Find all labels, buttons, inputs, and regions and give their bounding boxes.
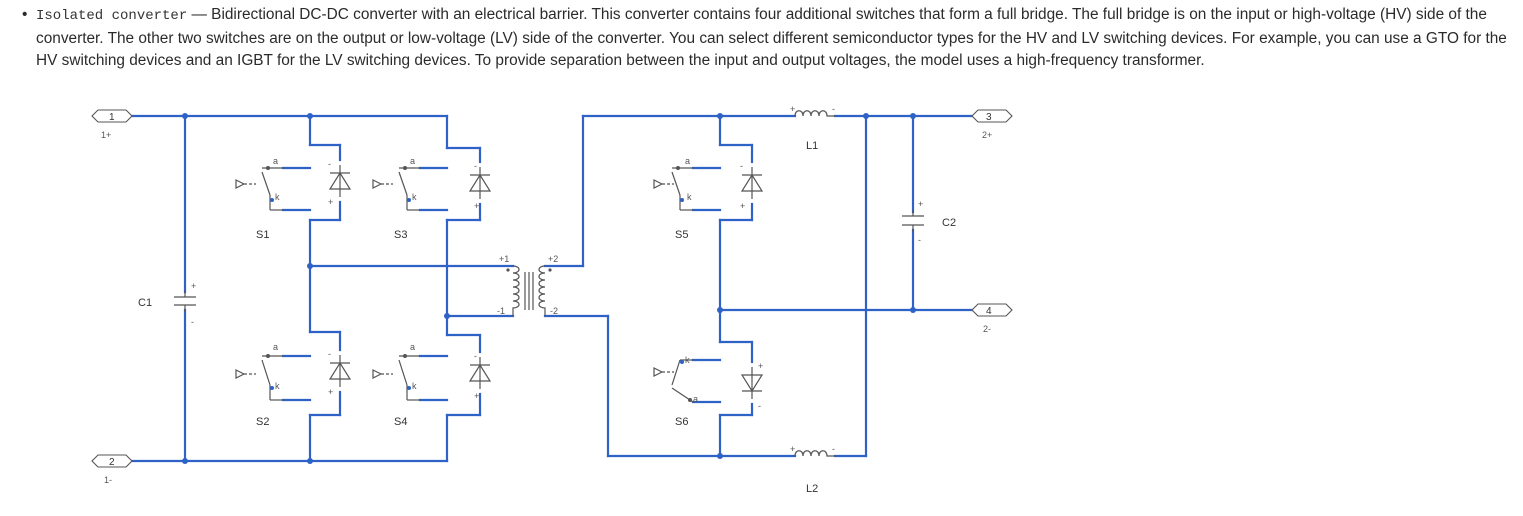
port-3-number: 3 [986,112,992,123]
d2-plus: + [328,387,333,397]
port-3-label: 2+ [982,130,992,140]
xfmr-pin-p1: +1 [499,254,509,264]
l1-minus: - [832,104,835,114]
port-2-number: 2 [109,457,115,468]
switch-s3: a k S3 [372,156,420,241]
port-2: 2 1- [91,454,133,485]
switch-s1: a k S1 [235,156,283,241]
diode-s3: - + [469,161,491,211]
c1-label: C1 [138,297,152,309]
c2-plus: + [918,199,923,209]
c2-label: C2 [942,217,956,229]
s4-anode: a [410,342,415,352]
d1-plus: + [328,197,333,207]
l1-label: L1 [806,140,818,152]
junction-dots [182,113,916,464]
port-2-label: 1- [104,475,112,485]
s5-anode: a [685,156,690,166]
port-1-number: 1 [109,112,115,123]
d6-plus: + [758,361,763,371]
port-4: 4 2- [971,303,1013,334]
port-4-label: 2- [983,324,991,334]
diode-s5: - + [740,161,763,211]
c2-minus: - [918,235,921,245]
capacitor-c1: + - C1 [138,281,196,327]
s5-label: S5 [675,229,688,241]
d5-minus: - [740,161,743,171]
xfmr-pin-n1: -1 [497,306,505,316]
s4-cathode: k [412,381,417,391]
s4-label: S4 [394,416,407,428]
list-bullet: • [22,6,28,23]
diode-s6: + - [741,361,763,411]
port-3: 3 2+ [971,109,1013,140]
xfmr-pin-p2: +2 [548,254,558,264]
wires [126,114,980,463]
capacitor-c2: + - C2 [902,199,956,245]
description-text: — Bidirectional DC-DC converter with an … [36,6,1507,69]
c1-minus: - [191,317,194,327]
diode-s4: - + [469,351,491,401]
l2-plus: + [790,444,795,454]
switch-s2: a k S2 [235,342,283,428]
l2-minus: - [832,444,835,454]
d6-minus: - [758,401,761,411]
l2-label: L2 [806,483,818,495]
description-text-block: Isolated converter — Bidirectional DC-DC… [36,4,1512,71]
c1-plus: + [191,281,196,291]
d3-minus: - [474,161,477,171]
s3-anode: a [410,156,415,166]
switch-s6: k a S6 [653,355,698,428]
switch-s4: a k S4 [372,342,420,428]
d4-minus: - [474,351,477,361]
d3-plus: + [474,201,479,211]
s3-cathode: k [412,192,417,202]
s1-cathode: k [275,192,280,202]
s1-anode: a [273,156,278,166]
s6-anode: a [693,394,698,404]
port-4-number: 4 [986,306,992,317]
port-1: 1 1+ [91,109,133,140]
s2-cathode: k [275,381,280,391]
switch-s5: a k S5 [653,156,693,241]
inductor-l2: + - L2 [790,444,835,495]
s1-label: S1 [256,229,269,241]
description-paragraph: • Isolated converter — Bidirectional DC-… [22,4,1512,71]
l1-plus: + [790,104,795,114]
diode-s2: - + [328,349,351,397]
d4-plus: + [474,391,479,401]
converter-name-code: Isolated converter [36,8,188,24]
s3-label: S3 [394,229,407,241]
transformer: +1 -1 +2 -2 [497,254,558,316]
s6-cathode: k [685,355,690,365]
d1-minus: - [328,159,331,169]
port-1-label: 1+ [101,130,111,140]
inductor-l1: + - L1 [790,104,835,152]
d2-minus: - [328,349,331,359]
s2-anode: a [273,342,278,352]
d5-plus: + [740,201,745,211]
s6-label: S6 [675,416,688,428]
s5-cathode: k [687,192,692,202]
xfmr-pin-n2: -2 [550,306,558,316]
diode-s1: - + [328,159,351,207]
s2-label: S2 [256,416,269,428]
